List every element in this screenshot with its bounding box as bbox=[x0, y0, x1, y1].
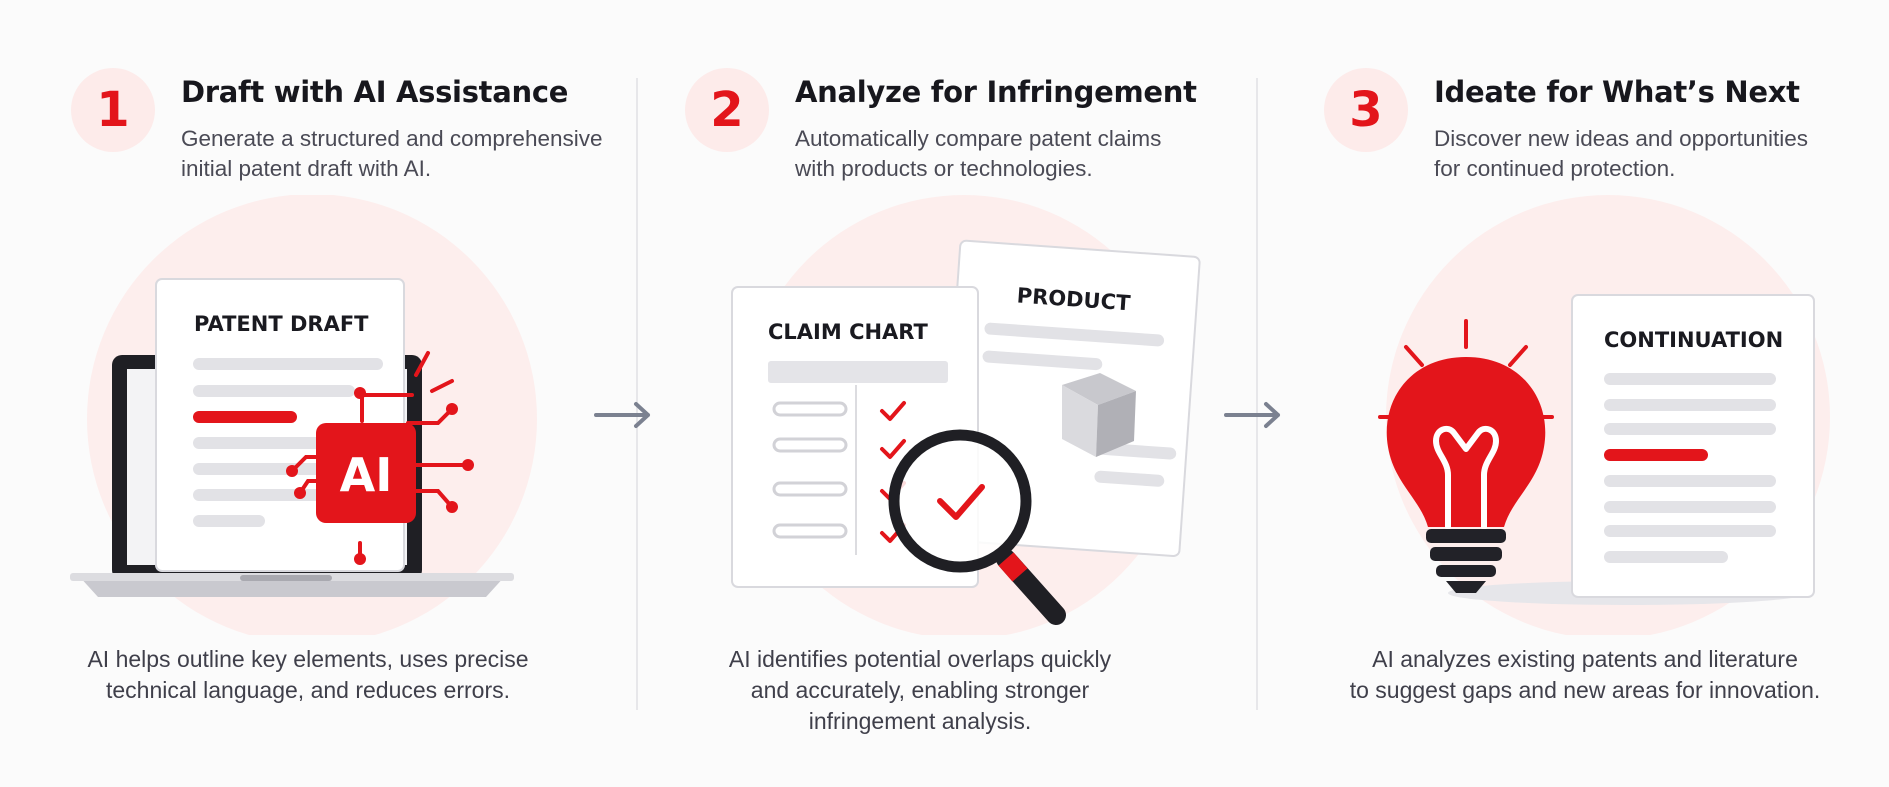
step-1-footer: AI helps outline key elements, uses prec… bbox=[87, 646, 529, 703]
step-1-number: 1 bbox=[71, 68, 155, 152]
step-1: 1 Draft with AI Assistance Generate a st… bbox=[0, 0, 640, 787]
continuation-label: CONTINUATION bbox=[1604, 328, 1783, 352]
step-2-title: Analyze for Infringement bbox=[795, 75, 1197, 109]
lightbulb-icon bbox=[1378, 319, 1554, 593]
step-2-illustration: PRODUCT CLAIM CHART bbox=[731, 195, 1201, 635]
magnifier-icon bbox=[888, 429, 1066, 625]
claim-chart-label: CLAIM CHART bbox=[768, 320, 929, 344]
divider-2 bbox=[1256, 78, 1258, 710]
step-1-description: Generate a structured and comprehensive … bbox=[181, 126, 603, 181]
step-3-footer: AI analyzes existing patents and literat… bbox=[1349, 646, 1821, 703]
patent-draft-label: PATENT DRAFT bbox=[194, 312, 369, 336]
arrow-right-icon bbox=[1224, 402, 1280, 428]
step-1-title: Draft with AI Assistance bbox=[181, 75, 569, 109]
continuation-document-icon: CONTINUATION bbox=[1571, 294, 1815, 598]
step-3: 3 Ideate for What’s Next Discover new id… bbox=[1260, 0, 1889, 787]
box-icon bbox=[1062, 373, 1136, 457]
step-2-number: 2 bbox=[685, 68, 769, 152]
step-2: 2 Analyze for Infringement Automatically… bbox=[640, 0, 1260, 787]
step-2-footer: AI identifies potential overlaps quickly… bbox=[728, 646, 1112, 734]
ai-chip-dots bbox=[286, 387, 474, 565]
step-3-illustration: CONTINUATION bbox=[1378, 195, 1830, 635]
step-3-title: Ideate for What’s Next bbox=[1434, 75, 1800, 109]
ai-chip-label: AI bbox=[340, 448, 393, 502]
ai-chip bbox=[316, 423, 416, 523]
step-3-description: Discover new ideas and opportunities for… bbox=[1434, 126, 1808, 181]
step-2-description: Automatically compare patent claims with… bbox=[795, 126, 1162, 181]
step-1-illustration: PATENT DRAFT AI bbox=[70, 195, 537, 635]
arrow-right-icon bbox=[594, 402, 650, 428]
step-3-number: 3 bbox=[1324, 68, 1408, 152]
divider-1 bbox=[636, 78, 638, 710]
